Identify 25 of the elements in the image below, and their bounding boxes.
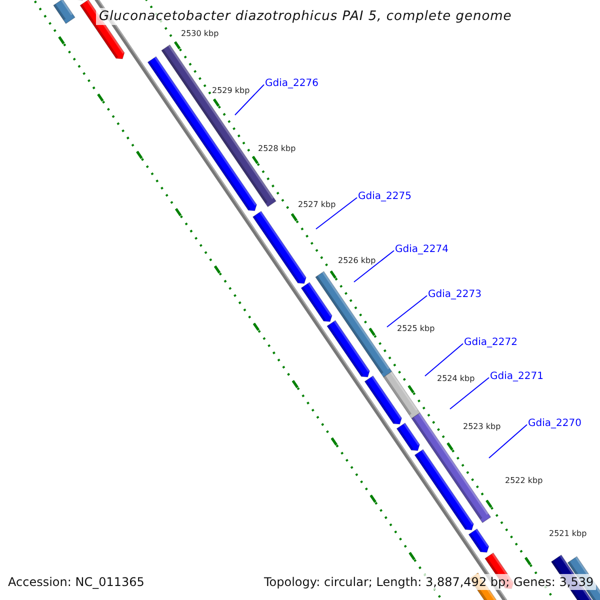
scale-label: 2529 kbp xyxy=(212,86,250,95)
scale-label: 2527 kbp xyxy=(298,200,336,209)
leader-line xyxy=(424,343,464,376)
scale-label: 2522 kbp xyxy=(505,476,543,485)
scale-label: 2523 kbp xyxy=(463,422,501,431)
gene-label: Gdia_2275 xyxy=(358,191,412,202)
leader-line xyxy=(386,295,428,328)
leader-line xyxy=(488,424,528,458)
scale-label: 2528 kbp xyxy=(258,144,296,153)
scale-label: 2530 kbp xyxy=(181,29,219,38)
leader-line xyxy=(316,197,358,230)
gene-label: Gdia_2273 xyxy=(428,289,482,300)
gene-label: Gdia_2272 xyxy=(464,337,518,348)
gene-label: Gdia_2274 xyxy=(395,244,448,255)
leader-line xyxy=(450,377,490,410)
leader-line xyxy=(354,250,394,282)
gene-label: Gdia_2276 xyxy=(265,78,318,89)
scale-label: 2525 kbp xyxy=(397,324,435,333)
scale-label: 2521 kbp xyxy=(549,529,587,538)
info-text: Accession: NC_011365 xyxy=(6,574,146,590)
leader-line xyxy=(234,84,264,116)
scale-label: 2524 kbp xyxy=(437,374,475,383)
gene-label: Gdia_2270 xyxy=(528,418,582,429)
scale-label: 2526 kbp xyxy=(338,256,376,265)
gene-label: Gdia_2271 xyxy=(490,371,544,382)
